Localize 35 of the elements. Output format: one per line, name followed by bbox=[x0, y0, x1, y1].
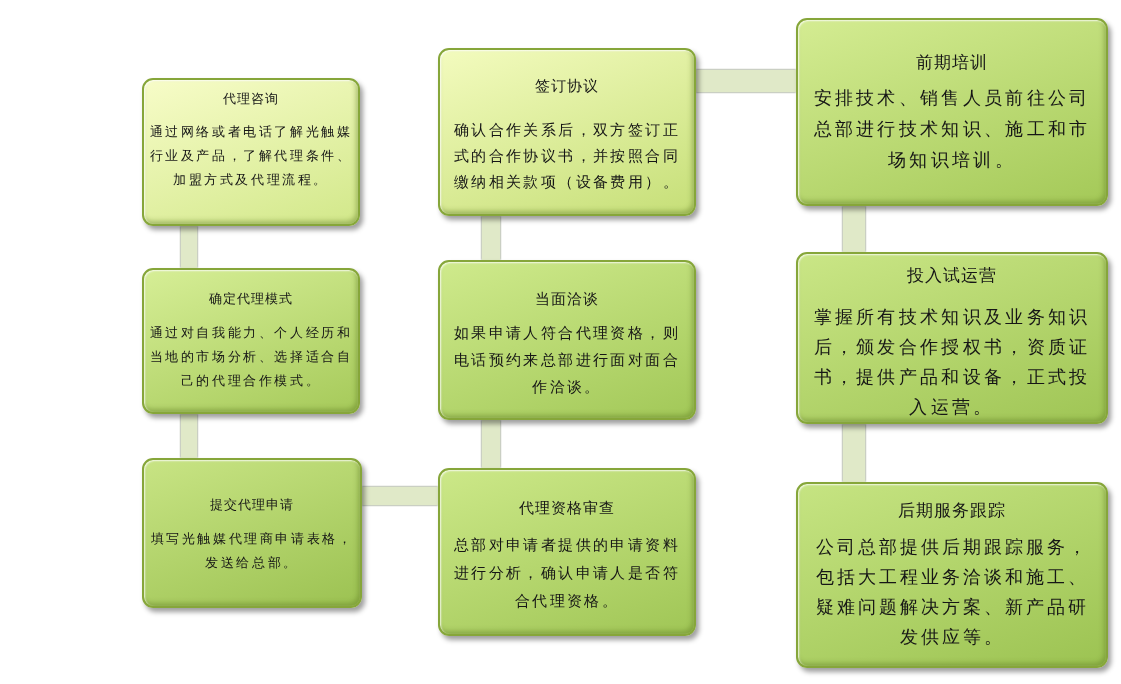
step-description: 如果申请人符合代理资格，则电话预约来总部进行面对面合作洽谈。 bbox=[452, 323, 682, 398]
connector-bar bbox=[181, 226, 197, 268]
step-title: 当面洽谈 bbox=[534, 289, 600, 310]
step-title: 投入试运营 bbox=[906, 264, 998, 287]
step-description: 安排技术、销售人员前往公司总部进行技术知识、施工和市场知识培训。 bbox=[812, 86, 1092, 172]
process-box bbox=[438, 48, 696, 216]
process-box bbox=[438, 468, 696, 636]
connector-bar bbox=[181, 414, 197, 458]
step-description: 公司总部提供后期跟踪服务，包括大工程业务洽谈和施工、疑难问题解决方案、新产品研发供应等。 bbox=[814, 535, 1090, 649]
step-title: 代理资格审查 bbox=[518, 498, 616, 519]
connector-bar bbox=[362, 487, 438, 505]
process-box bbox=[796, 252, 1108, 424]
step-description: 通过网络或者电话了解光触媒行业及产品，了解代理条件、加盟方式及代理流程。 bbox=[148, 123, 354, 189]
process-box bbox=[796, 482, 1108, 668]
process-box bbox=[142, 458, 362, 608]
connector-bar bbox=[843, 206, 865, 252]
process-box bbox=[438, 260, 696, 420]
step-description: 通过对自我能力、个人经历和当地的市场分析、选择适合自己的代理合作模式。 bbox=[148, 324, 354, 390]
process-box bbox=[142, 78, 360, 226]
connector-bar bbox=[482, 420, 500, 468]
step-title: 代理咨询 bbox=[222, 90, 280, 108]
connector-bar bbox=[696, 70, 796, 92]
process-box bbox=[796, 18, 1108, 206]
step-title: 后期服务跟踪 bbox=[897, 499, 1007, 522]
process-box bbox=[142, 268, 360, 414]
step-description: 确认合作关系后，双方签订正式的合作协议书，并按照合同缴纳相关款项（设备费用）。 bbox=[452, 120, 682, 193]
step-title: 提交代理申请 bbox=[209, 496, 295, 514]
step-title: 前期培训 bbox=[915, 51, 989, 74]
step-title: 签订协议 bbox=[534, 76, 600, 97]
connector-bar bbox=[482, 216, 500, 260]
step-description: 掌握所有技术知识及业务知识后，颁发合作授权书，资质证书，提供产品和设备，正式投入运营。 bbox=[812, 305, 1092, 419]
step-description: 总部对申请者提供的申请资料进行分析，确认申请人是否符合代理资格。 bbox=[452, 535, 682, 612]
connector-bar bbox=[843, 424, 865, 482]
step-description: 填写光触媒代理商申请表格，发送给总部。 bbox=[149, 530, 355, 572]
step-title: 确定代理模式 bbox=[208, 290, 294, 308]
